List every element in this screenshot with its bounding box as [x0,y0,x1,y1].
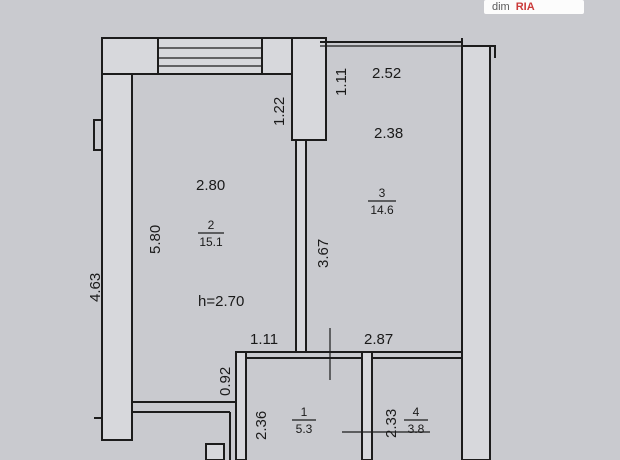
dim-1-11-bottom: 1.11 [250,331,278,348]
ceiling-height-label: h=2.70 [198,293,244,310]
partition-room1-room4 [361,351,373,460]
column-wall [291,37,327,141]
dim-0-92: 0.92 [217,367,234,396]
room-3-area: 14.6 [370,203,394,217]
dim-2-36: 2.36 [253,411,270,440]
room-1-area: 5.3 [296,422,313,436]
room-3-number: 3 [379,186,386,200]
room-1-number: 1 [301,405,308,419]
watermark-left-text: dim [492,1,510,13]
partition-left-room1 [235,351,247,460]
dim-2-52: 2.52 [372,65,401,82]
dim-1-11-top: 1.11 [333,68,350,96]
dim-1-22: 1.22 [271,97,288,126]
lower-block [205,443,225,460]
dim-2-87: 2.87 [364,331,393,348]
room-2-area: 15.1 [199,235,223,249]
dim-2-38: 2.38 [374,125,403,142]
left-lower-cap [94,417,103,430]
dim-5-80: 5.80 [147,225,164,254]
watermark: dim RIA [484,0,584,14]
top-exterior-wall [101,37,321,75]
room-2-number: 2 [208,218,215,232]
left-wall-notch [93,119,102,151]
dim-2-80: 2.80 [196,177,225,194]
dim-3-67: 3.67 [315,239,332,268]
dim-2-33: 2.33 [383,409,400,438]
room-4-number: 4 [413,405,420,419]
left-exterior-wall [101,37,133,441]
right-top-cap [462,45,496,58]
room-4-area: 3.8 [408,422,425,436]
right-exterior-wall [461,45,491,460]
partition-2-3 [295,139,307,353]
watermark-right-text: RIA [515,1,535,13]
dim-4-63: 4.63 [87,273,104,302]
